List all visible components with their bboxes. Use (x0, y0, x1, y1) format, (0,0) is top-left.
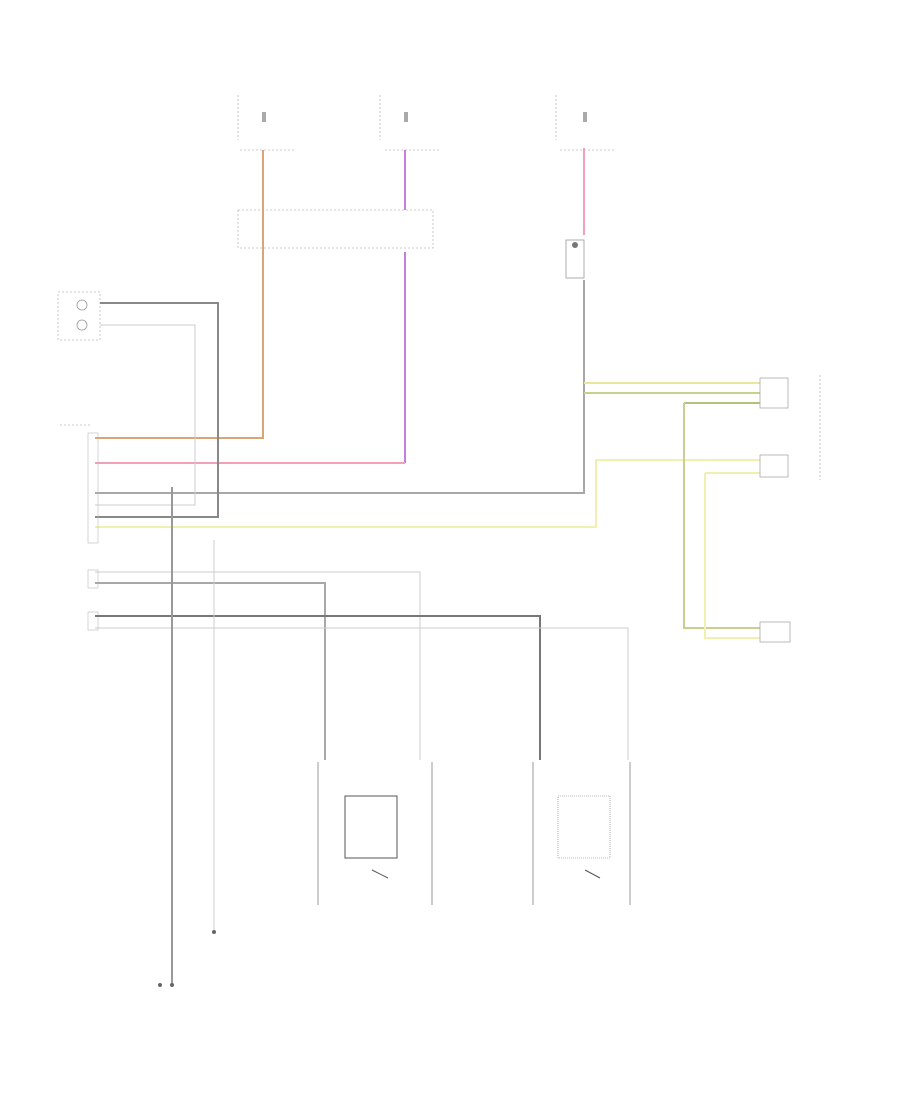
center-module-connector-a (87, 432, 99, 544)
joint-connector-box (237, 209, 434, 249)
right-connector-body-2 (759, 454, 789, 478)
ground-1-icon (212, 930, 216, 934)
wire-lightgrey-ls (95, 571, 421, 760)
fuse-block-3 (555, 95, 615, 151)
diode-box (565, 239, 585, 279)
wire-dark-airbag (95, 302, 219, 518)
bottom-right-connector-body (759, 621, 791, 643)
wire-light-airbag (95, 324, 196, 506)
right-sensor-switch-icon (584, 869, 601, 879)
wire-yellow-4 (95, 459, 760, 528)
right-connector-body (759, 377, 789, 409)
center-module (60, 424, 99, 631)
fuse-2-icon (404, 112, 408, 122)
diode-unit (565, 239, 585, 279)
wire-yellow-down-2 (704, 473, 760, 639)
diode-terminal-icon (572, 242, 578, 248)
fuse-block-2 (379, 95, 440, 151)
wire-lightgrey-rs (95, 627, 629, 760)
right-front-sensor (532, 762, 631, 905)
wire-orange (95, 150, 264, 439)
ground-2-icon (158, 983, 162, 987)
wire-grey-ls (95, 582, 326, 760)
bottom-right-connector (759, 621, 791, 643)
left-sensor-switch-body (344, 795, 398, 859)
airbag-module (57, 291, 101, 341)
fuse-3-icon (583, 112, 587, 122)
right-sensor-switch-body (557, 795, 611, 859)
squib-2-icon (76, 319, 88, 331)
center-module-connector-c (87, 611, 99, 631)
fuse-block-1 (237, 95, 295, 151)
left-front-sensor (317, 762, 433, 905)
center-module-connector-b (87, 569, 99, 589)
ground-3-icon (170, 983, 174, 987)
ground-1 (212, 930, 216, 934)
fuse-1-icon (262, 112, 266, 122)
wire-grey-main (95, 280, 585, 494)
wire-yellow-down (683, 403, 760, 629)
airbag-module-box (57, 291, 101, 341)
ground-2 (158, 983, 174, 987)
squib-1-icon (76, 299, 88, 311)
wire-dark-rs (95, 615, 541, 760)
left-sensor-switch-icon (371, 869, 389, 879)
right-connector (759, 375, 821, 480)
